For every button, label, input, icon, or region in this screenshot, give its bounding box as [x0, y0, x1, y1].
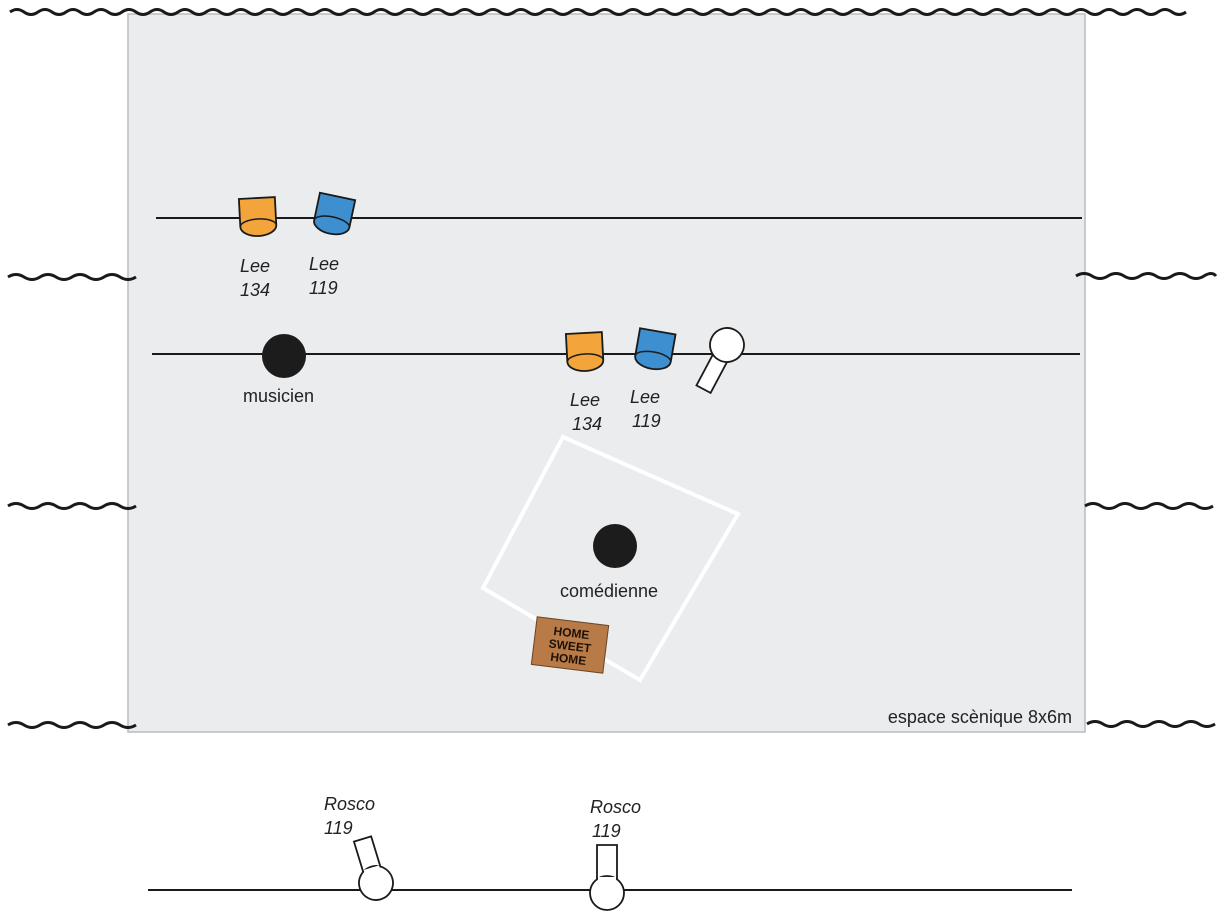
- doormat-line2: SWEET: [548, 636, 593, 655]
- profile-spot-icon: [352, 835, 394, 901]
- performer-dot-icon: [262, 334, 306, 378]
- gel-brand-label: Lee: [240, 256, 270, 276]
- curtains: [7, 8, 1218, 729]
- doormat-icon: HOME SWEET HOME: [530, 616, 610, 674]
- wavy-curtain-icon: [1086, 720, 1216, 728]
- gel-brand-label: Rosco: [324, 794, 375, 814]
- wavy-curtain-icon: [7, 721, 137, 729]
- wavy-curtain-icon: [9, 8, 1187, 16]
- performer-label-comedienne: comédienne: [560, 581, 658, 601]
- gel-brand-label: Lee: [309, 254, 339, 274]
- gel-number-label: 119: [324, 818, 353, 838]
- gel-number-label: 119: [592, 821, 621, 841]
- performer-label-musicien: musicien: [243, 386, 314, 406]
- performer-dot-icon: [593, 524, 637, 568]
- profile-spot-icon: [695, 327, 745, 395]
- wavy-curtain-icon: [1075, 272, 1218, 280]
- gel-brand-label: Rosco: [590, 797, 641, 817]
- spotlight-icon: [564, 331, 605, 372]
- wavy-curtain-icon: [1084, 502, 1214, 510]
- wavy-curtain-icon: [7, 273, 137, 281]
- wavy-curtain-icon: [7, 502, 137, 510]
- doormat-line3: HOME: [550, 650, 587, 668]
- gel-brand-label: Lee: [570, 390, 600, 410]
- gel-number-label: 119: [632, 411, 661, 431]
- stage-caption: espace scènique 8x6m: [888, 707, 1072, 727]
- spotlight-icon: [313, 191, 357, 236]
- spotlight-icon: [237, 196, 278, 237]
- acting-area-square: [480, 434, 741, 683]
- profile-spot-icon: [589, 844, 625, 911]
- gel-number-label: 134: [572, 414, 602, 434]
- gel-number-label: 134: [240, 280, 270, 300]
- doormat-line1: HOME: [553, 624, 590, 642]
- spotlight-icon: [634, 327, 677, 371]
- gel-number-label: 119: [309, 278, 338, 298]
- gel-brand-label: Lee: [630, 387, 660, 407]
